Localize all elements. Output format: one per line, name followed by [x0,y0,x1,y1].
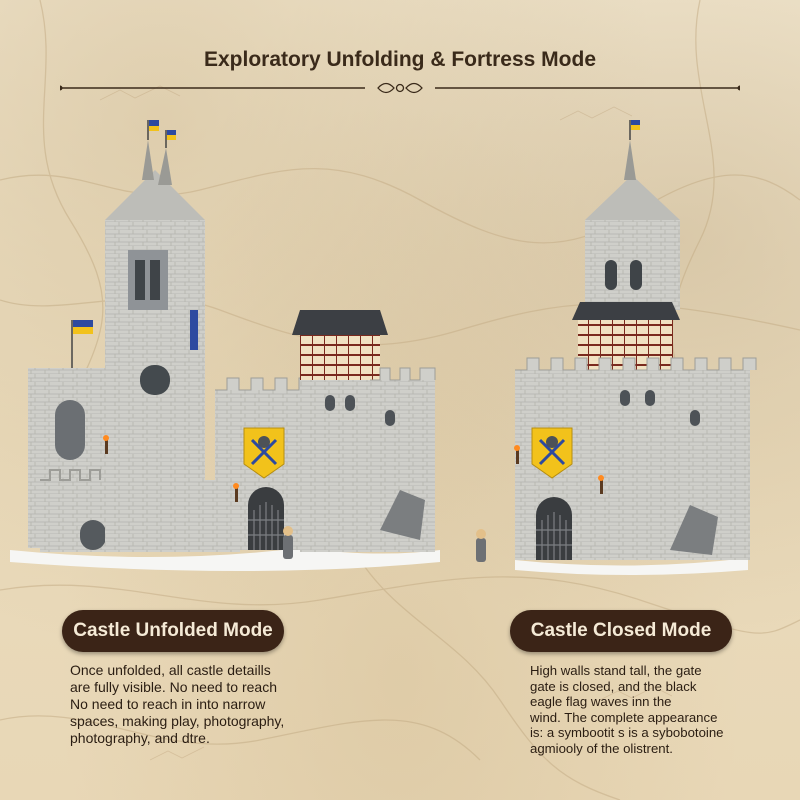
description-line: agmiooly of the olistrent. [530,740,673,756]
description-line: gate is closed, and the black [530,678,697,694]
description-line: Once unfolded, all castle detaills [70,662,271,678]
castle-closed-image [514,120,757,575]
description-line: is: a symbootit s is a sybobotoine [530,725,724,740]
description-line: photography, and dtre. [70,730,210,746]
description-line: eagle flag waves inn the [530,694,672,709]
page-title: Exploratory Unfolding & Fortress Mode [203,48,597,71]
castle-unfolded-image [10,120,486,571]
description-line: High walls stand tall, the gate [530,663,702,678]
castle-unfolded-mode-label: Castle Unfolded Mode [62,610,284,652]
unfolded-mode-description: Once unfolded, all castle detaills are f… [70,662,300,747]
description-line: spaces, making play, photography, [70,713,285,729]
description-line: wind. The complete appearance [530,709,718,725]
description-line: No need to reach in into narrow [70,696,266,712]
closed-mode-description: High walls stand tall, the gate gate is … [530,663,760,756]
castle-scene [10,120,757,575]
title-divider [60,82,740,94]
castle-closed-mode-label: Castle Closed Mode [510,610,732,652]
description-line: are fully visible. No need to reach [70,679,277,695]
